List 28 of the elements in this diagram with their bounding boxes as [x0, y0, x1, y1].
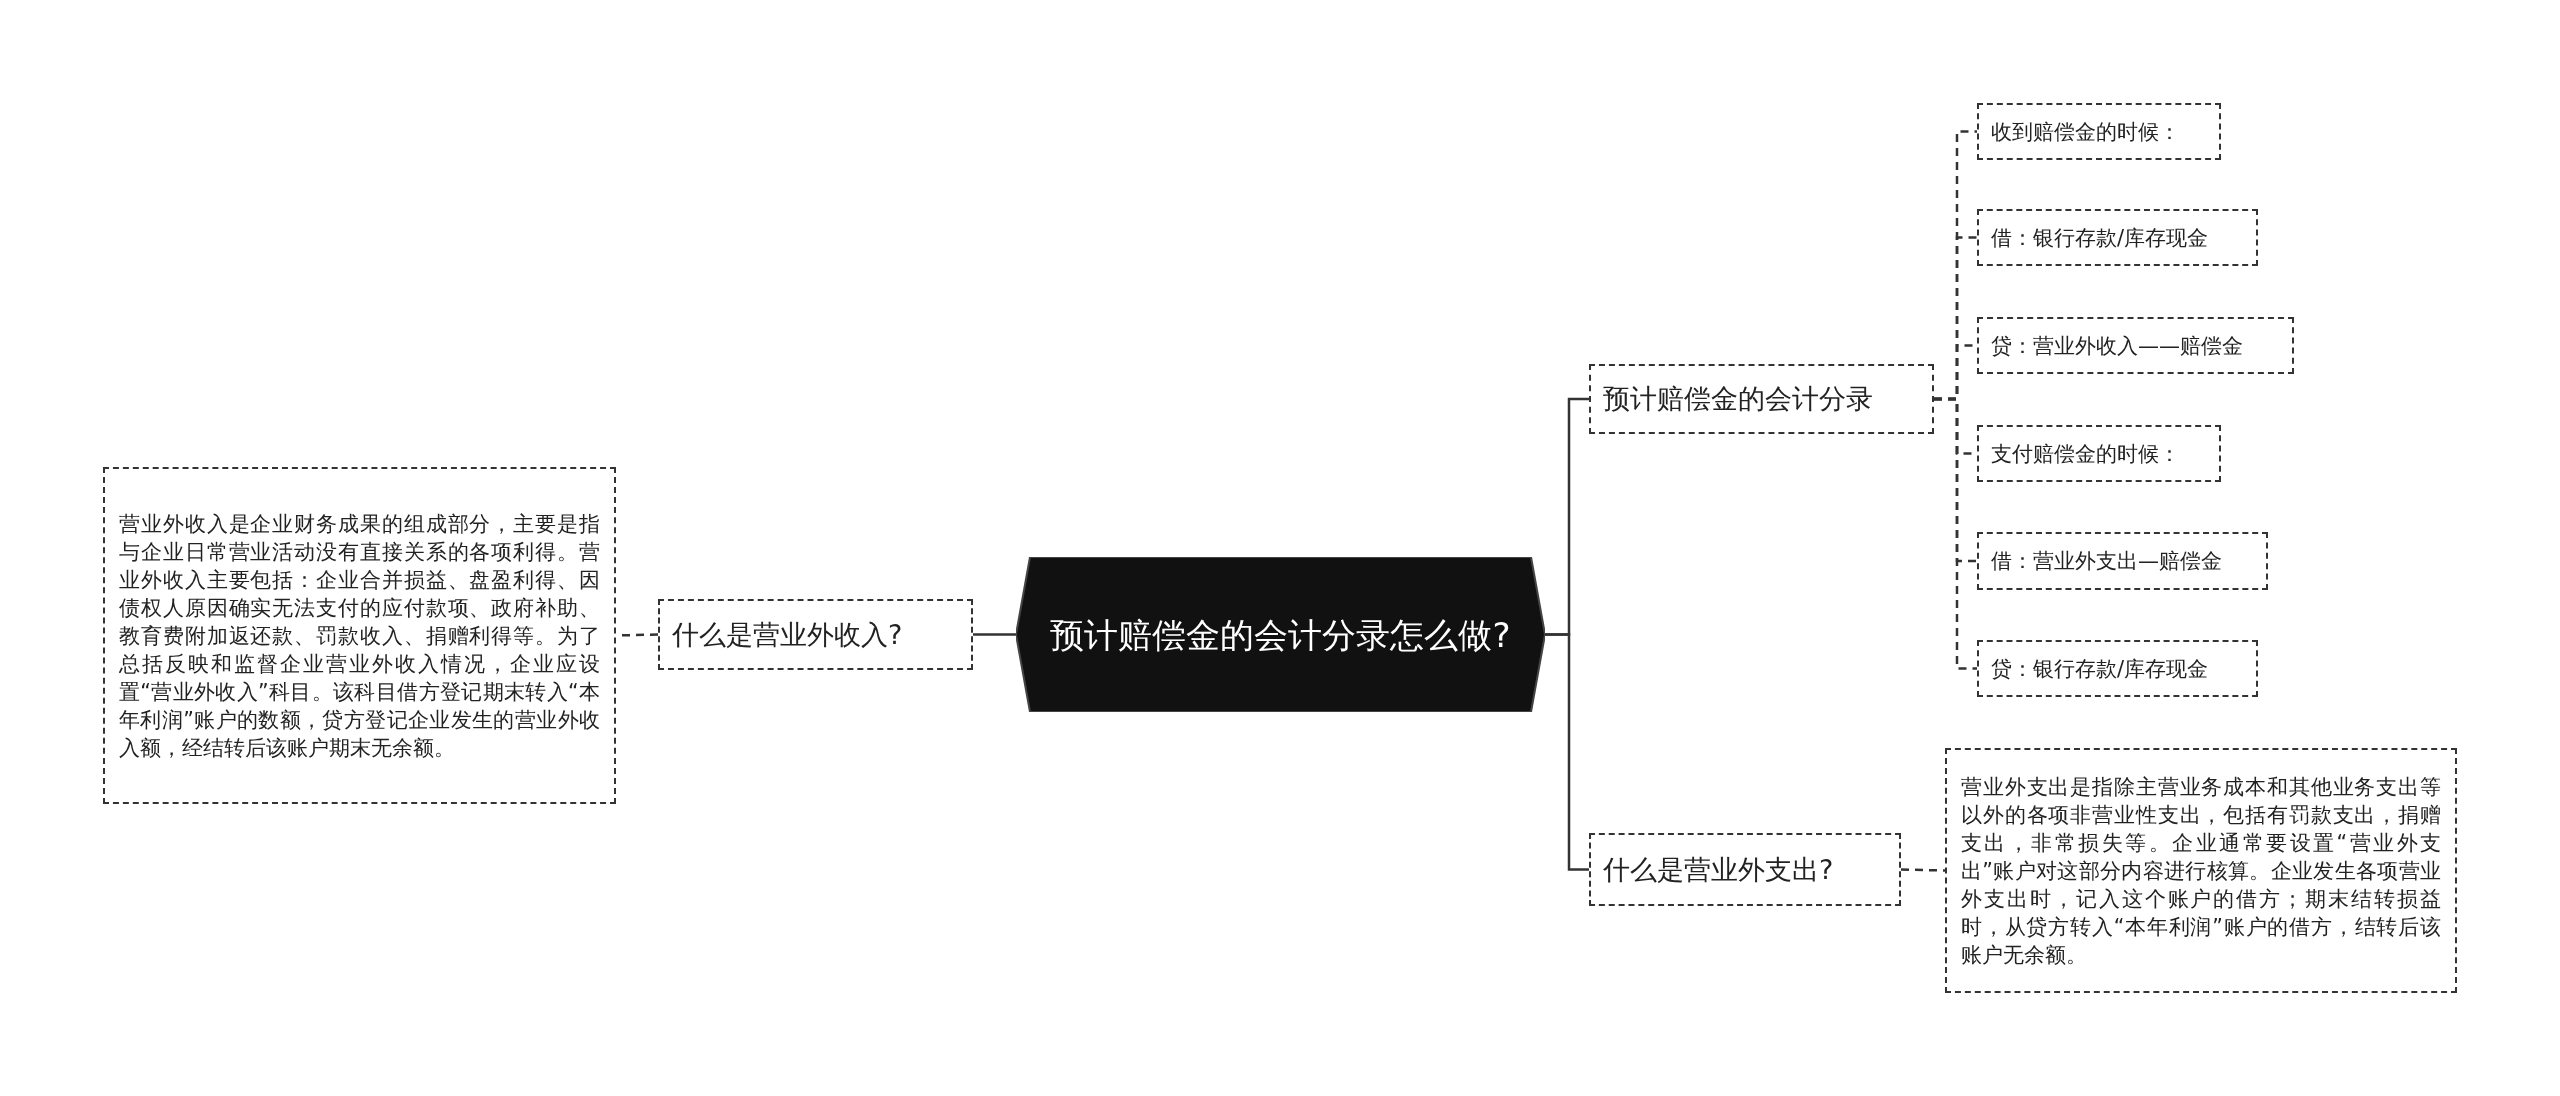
topic-label: 支付赔偿金的时候： — [1991, 440, 2180, 468]
connector-line — [1545, 633, 1589, 871]
topic-label: 什么是营业外支出? — [1603, 852, 1834, 887]
connector-line — [973, 633, 1016, 636]
topic-label: 预计赔偿金的会计分录 — [1603, 382, 1873, 416]
connector-line — [1900, 868, 1946, 872]
topic-hexagon — [1016, 557, 1545, 712]
topic-box — [1977, 317, 2294, 374]
topic-box — [1977, 640, 2258, 697]
topic-label: 借：营业外支出—赔偿金 — [1991, 548, 2222, 575]
topic-label: 贷：营业外收入——赔偿金 — [1991, 332, 2243, 360]
note-text: 营业外收入是企业财务成果的组成部分，主要是指与企业日常营业活动没有直接关系的各项利得。营业外收入主要包括：企业合并损益、盘盈利得、因债权人原因确实无法支付的应付款项、政府补助、教育费附加返还款、罚款收入、捐赠利得等。为了总括反映和监督企业营业外收入情况，企业应设置“营业外收入”科目。该科目借方登记期末转入“本年利润”账户的数额，贷方登记企业发生的营业外收入额，经结转后该账户期末无余额。 — [119, 510, 600, 762]
connector-line — [1934, 397, 1977, 670]
note-box — [1945, 748, 2457, 993]
note-text: 营业外支出是指除主营业务成本和其他业务支出等以外的各项非营业性支出，包括有罚款支出，捐赠支出，非常损失等。企业通常要设置“营业外支出”账户对这部分内容进行核算。企业发生各项营业外支出时，记入这个账户的借方；期末结转损益时，从贷方转入“本年利润”账户的借方，结转后该账户无余额。 — [1961, 773, 2441, 969]
topic-label: 借：银行存款/库存现金 — [1991, 224, 2209, 252]
topic-label: 什么是营业外收入? — [672, 617, 903, 652]
topic-box — [1977, 425, 2221, 482]
topic-box — [1589, 833, 1901, 906]
topic-box — [1977, 209, 2258, 266]
topic-box — [1977, 532, 2268, 590]
topic-label: 预计赔偿金的会计分录怎么做? — [1050, 613, 1511, 657]
topic-label: 贷：银行存款/库存现金 — [1991, 655, 2209, 683]
topic-box — [1589, 364, 1934, 434]
topic-box — [658, 599, 973, 670]
note-box — [103, 467, 616, 804]
topic-label: 收到赔偿金的时候： — [1991, 118, 2180, 146]
topic-box — [1977, 103, 2221, 160]
